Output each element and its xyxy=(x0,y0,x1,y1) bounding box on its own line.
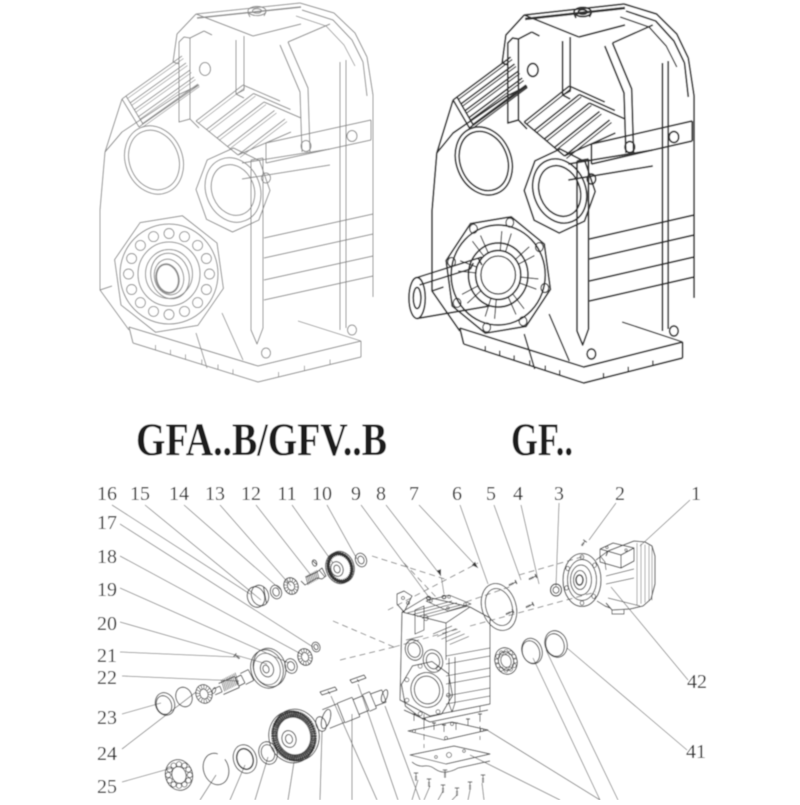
svg-text:18: 18 xyxy=(97,546,117,568)
svg-text:21: 21 xyxy=(97,645,117,667)
svg-text:6: 6 xyxy=(452,483,462,505)
svg-text:12: 12 xyxy=(241,483,261,505)
svg-text:7: 7 xyxy=(409,483,419,505)
svg-text:24: 24 xyxy=(97,743,117,765)
svg-text:19: 19 xyxy=(97,579,117,601)
svg-text:4: 4 xyxy=(513,483,523,505)
svg-text:13: 13 xyxy=(205,483,225,505)
svg-text:20: 20 xyxy=(97,613,117,635)
svg-text:23: 23 xyxy=(97,707,117,729)
svg-text:42: 42 xyxy=(687,671,707,693)
svg-text:8: 8 xyxy=(376,483,386,505)
svg-text:17: 17 xyxy=(97,512,117,534)
svg-text:1: 1 xyxy=(691,483,701,505)
svg-text:2: 2 xyxy=(615,483,625,505)
svg-text:14: 14 xyxy=(169,483,189,505)
svg-text:22: 22 xyxy=(97,667,117,689)
svg-text:9: 9 xyxy=(351,483,361,505)
svg-text:11: 11 xyxy=(277,483,296,505)
svg-text:GFA..B/GFV..B: GFA..B/GFV..B xyxy=(136,414,387,466)
svg-text:25: 25 xyxy=(97,776,117,798)
svg-text:10: 10 xyxy=(312,483,332,505)
svg-text:5: 5 xyxy=(486,483,496,505)
svg-text:41: 41 xyxy=(686,741,706,763)
svg-text:3: 3 xyxy=(554,483,564,505)
svg-text:GF..: GF.. xyxy=(511,414,573,466)
svg-text:16: 16 xyxy=(97,483,117,505)
svg-text:15: 15 xyxy=(130,483,150,505)
